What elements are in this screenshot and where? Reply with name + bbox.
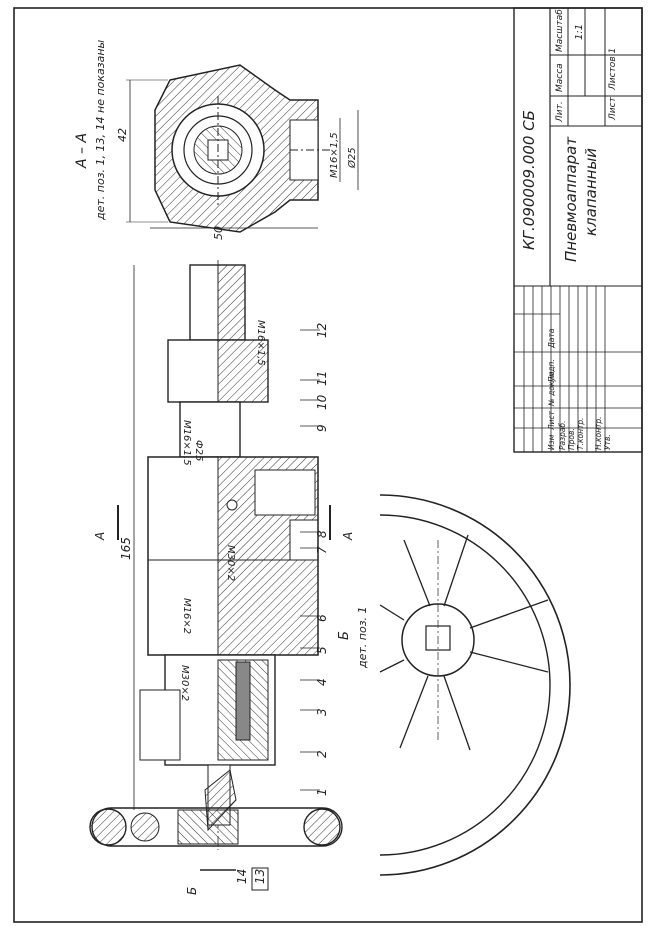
view-b-marker: Б: [185, 887, 199, 895]
dim-165: 165: [119, 537, 133, 560]
cut-a-right: А: [341, 532, 355, 541]
mass-header: Масса: [555, 63, 565, 92]
aa-dim-50: 50: [212, 226, 225, 240]
stamp-col-list: Лист: [547, 410, 556, 431]
callout-10: 10: [315, 394, 329, 410]
aa-dim-m16: М16×1,5: [329, 132, 340, 178]
callout-6: 6: [315, 614, 329, 622]
callout-9: 9: [315, 424, 329, 432]
aa-title: А – А: [74, 133, 90, 169]
main-assembly-view: 165 А А Б М16×1,5 М16×1,5 Ф25 М30×2 М16×…: [89, 260, 355, 895]
stamp-row-razrab: Разраб.: [558, 421, 567, 450]
callout-8: 8: [315, 530, 329, 538]
sheets-label: Листов 1: [608, 48, 618, 91]
title-block: КГ.090009.000 СБ Пневмоаппарат клапанный…: [513, 7, 643, 453]
sheet-frame: [13, 7, 643, 923]
label-m30-b: М30×2: [179, 665, 190, 701]
name-line1-text: Пневмоаппарат: [562, 136, 580, 262]
view-b-handwheel: Б дет. поз. 1: [337, 494, 571, 876]
stamp-col-izm: Изм: [547, 434, 556, 450]
label-phi25: Ф25: [193, 440, 204, 461]
scale-header: Масштаб: [555, 9, 565, 52]
aa-note: дет. поз. 1, 13, 14 не показаны: [94, 39, 107, 221]
callout-3: 3: [315, 708, 329, 716]
sheet-label: Лист: [608, 96, 618, 121]
callout-1: 1: [315, 788, 329, 796]
stamp-row-prov: Пров.: [567, 428, 576, 450]
view-b-title: Б: [337, 631, 352, 640]
label-m30-a: М30×2: [225, 545, 236, 581]
stamp-row-utv: Утв.: [603, 434, 612, 450]
label-m16x2: М16×2: [181, 598, 192, 634]
section-aa: А – А дет. поз. 1, 13, 14 не показаны 42…: [74, 39, 359, 240]
callout-7: 7: [315, 546, 329, 554]
view-b-subtitle: дет. поз. 1: [356, 606, 369, 669]
label-m16-seat: М16×1,5: [181, 420, 192, 466]
label-m16-right: М16×1,5: [255, 320, 266, 366]
cut-a-left: А: [93, 532, 107, 541]
aa-dim-d25: Ø25: [346, 147, 358, 169]
scale-value: 1:1: [574, 24, 585, 40]
stamp-row-tkontr: Т.контр.: [576, 417, 585, 450]
callout-5: 5: [315, 646, 329, 654]
designation-text: КГ.090009.000 СБ: [520, 110, 538, 250]
stamp-col-doc: № докум.: [547, 369, 556, 407]
stamp-row-nkontr: Н.контр.: [594, 416, 603, 450]
lit-header: Лит.: [555, 101, 565, 123]
callout-14: 14: [235, 869, 249, 884]
name-line2-text: клапанный: [582, 148, 600, 236]
callout-4: 4: [315, 678, 329, 686]
callout-13: 13: [253, 869, 267, 884]
aa-dim-42: 42: [116, 128, 129, 142]
callout-12: 12: [315, 323, 329, 338]
callout-11: 11: [315, 371, 329, 386]
callout-2: 2: [315, 750, 329, 758]
stamp-col-date: Дата: [547, 328, 556, 349]
stamp-col-sign: Подп.: [547, 359, 556, 382]
